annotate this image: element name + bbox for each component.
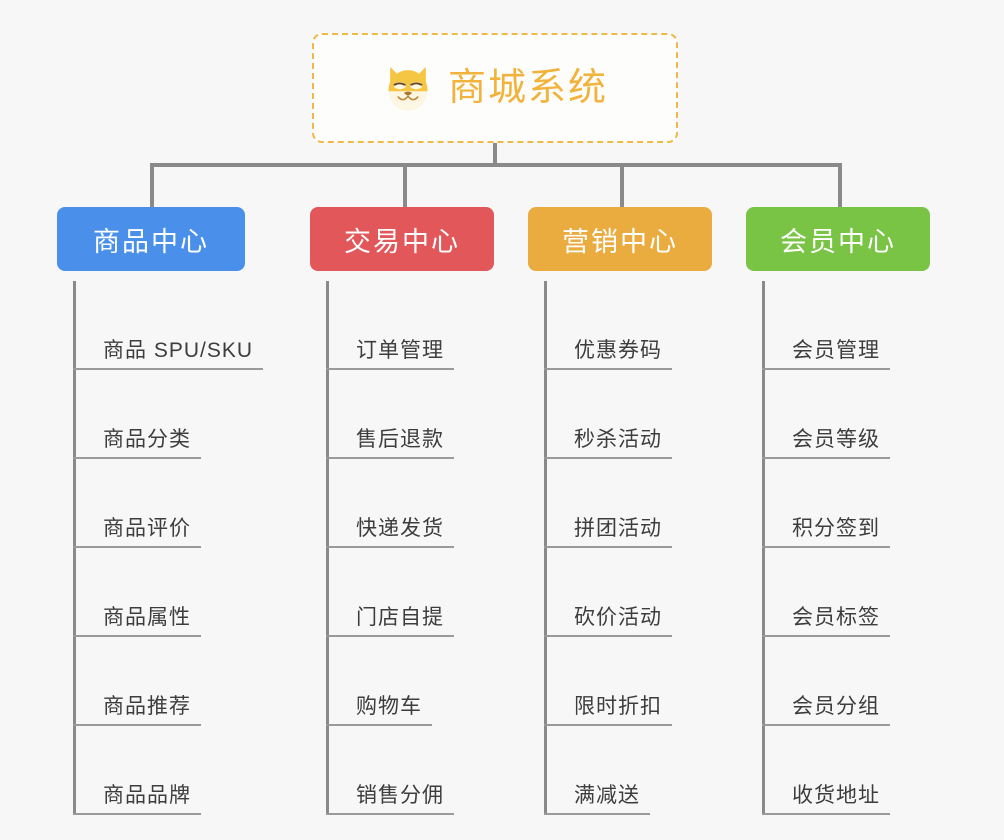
leaf-item[interactable]: 会员等级 <box>762 370 890 459</box>
leaf-item[interactable]: 快递发货 <box>326 459 454 548</box>
leaf-item-underline <box>326 457 454 459</box>
leaf-item[interactable]: 收货地址 <box>762 726 890 815</box>
leaf-item-label: 会员管理 <box>792 338 880 362</box>
leaf-item-underline <box>762 546 890 548</box>
leaf-item[interactable]: 商品 SPU/SKU <box>73 281 264 370</box>
leaf-item-label: 收货地址 <box>792 783 880 807</box>
leaf-spine <box>326 281 329 815</box>
category-label: 营销中心 <box>562 226 678 257</box>
leaf-item-label: 会员等级 <box>792 427 880 451</box>
leaf-spine <box>73 281 76 815</box>
leaf-item[interactable]: 会员标签 <box>762 548 890 637</box>
leaf-item-underline <box>544 368 672 370</box>
leaf-item[interactable]: 会员分组 <box>762 637 890 726</box>
leaf-item[interactable]: 售后退款 <box>326 370 454 459</box>
leaf-item[interactable]: 积分签到 <box>762 459 890 548</box>
drop-connector-marketing-center <box>620 163 624 209</box>
root-node[interactable]: 商城系统 <box>312 33 678 143</box>
leaf-item-underline <box>544 546 672 548</box>
leaf-item-underline <box>73 724 201 726</box>
leaf-item[interactable]: 订单管理 <box>326 281 454 370</box>
root-title: 商城系统 <box>447 67 608 109</box>
leaf-item-underline <box>73 546 201 548</box>
leaf-item-label: 商品 SPU/SKU <box>103 338 254 362</box>
leaf-item-label: 满减送 <box>574 783 640 807</box>
leaf-item-underline <box>544 635 672 637</box>
leaf-item[interactable]: 商品分类 <box>73 370 201 459</box>
category-box-member-center[interactable]: 会员中心 <box>746 207 930 271</box>
leaf-item-label: 会员标签 <box>792 605 880 629</box>
leaf-item[interactable]: 商品品牌 <box>73 726 201 815</box>
leaf-item-label: 会员分组 <box>792 694 880 718</box>
category-box-product-center[interactable]: 商品中心 <box>57 207 245 271</box>
leaf-spine <box>544 281 547 815</box>
leaf-item[interactable]: 购物车 <box>326 637 432 726</box>
leaf-spine <box>762 281 765 815</box>
leaf-item[interactable]: 满减送 <box>544 726 650 815</box>
leaf-item-label: 拼团活动 <box>574 516 662 540</box>
leaf-item-underline <box>762 813 890 815</box>
root-stem-connector <box>493 143 497 165</box>
leaf-item-underline <box>544 724 672 726</box>
leaf-item-label: 商品属性 <box>103 605 191 629</box>
category-label: 商品中心 <box>93 226 209 257</box>
leaf-item-label: 商品推荐 <box>103 694 191 718</box>
leaf-item-label: 砍价活动 <box>574 605 662 629</box>
leaf-item-underline <box>762 368 890 370</box>
leaf-item[interactable]: 限时折扣 <box>544 637 672 726</box>
leaf-item-label: 秒杀活动 <box>574 427 662 451</box>
leaf-item[interactable]: 拼团活动 <box>544 459 672 548</box>
leaf-item-label: 商品品牌 <box>103 783 191 807</box>
leaf-item-underline <box>326 813 454 815</box>
leaf-item-label: 快递发货 <box>356 516 444 540</box>
leaf-item-label: 积分签到 <box>792 516 880 540</box>
leaf-item[interactable]: 砍价活动 <box>544 548 672 637</box>
leaf-item-underline <box>326 368 454 370</box>
leaf-item-label: 订单管理 <box>356 338 444 362</box>
leaf-item-underline <box>544 813 650 815</box>
drop-connector-product-center <box>150 163 154 209</box>
category-label: 交易中心 <box>344 226 460 257</box>
leaf-item-underline <box>73 457 201 459</box>
leaf-item-label: 销售分佣 <box>356 783 444 807</box>
leaf-item-label: 购物车 <box>356 694 422 718</box>
leaf-item[interactable]: 销售分佣 <box>326 726 454 815</box>
leaf-item-label: 限时折扣 <box>574 694 662 718</box>
leaf-item-underline <box>762 457 890 459</box>
leaf-item-underline <box>73 813 201 815</box>
leaf-item-underline <box>544 457 672 459</box>
category-box-trade-center[interactable]: 交易中心 <box>310 207 494 271</box>
leaf-item[interactable]: 优惠券码 <box>544 281 672 370</box>
leaf-item[interactable]: 秒杀活动 <box>544 370 672 459</box>
leaf-item[interactable]: 门店自提 <box>326 548 454 637</box>
leaf-item-underline <box>73 368 264 370</box>
leaf-item-label: 商品评价 <box>103 516 191 540</box>
shiba-dog-face-icon <box>382 62 434 114</box>
leaf-item-underline <box>326 724 432 726</box>
leaf-item-underline <box>73 635 201 637</box>
leaf-item-label: 优惠券码 <box>574 338 662 362</box>
leaf-item[interactable]: 商品评价 <box>73 459 201 548</box>
drop-connector-member-center <box>838 163 842 209</box>
leaf-item-underline <box>326 546 454 548</box>
category-box-marketing-center[interactable]: 营销中心 <box>528 207 712 271</box>
leaf-item-underline <box>762 635 890 637</box>
horizontal-bus-connector <box>150 163 840 167</box>
leaf-item-label: 售后退款 <box>356 427 444 451</box>
leaf-item[interactable]: 商品推荐 <box>73 637 201 726</box>
category-label: 会员中心 <box>780 226 896 257</box>
leaf-item-label: 商品分类 <box>103 427 191 451</box>
leaf-item-label: 门店自提 <box>356 605 444 629</box>
drop-connector-trade-center <box>403 163 407 209</box>
leaf-item[interactable]: 会员管理 <box>762 281 890 370</box>
leaf-item-underline <box>326 635 454 637</box>
leaf-item-underline <box>762 724 890 726</box>
leaf-item[interactable]: 商品属性 <box>73 548 201 637</box>
